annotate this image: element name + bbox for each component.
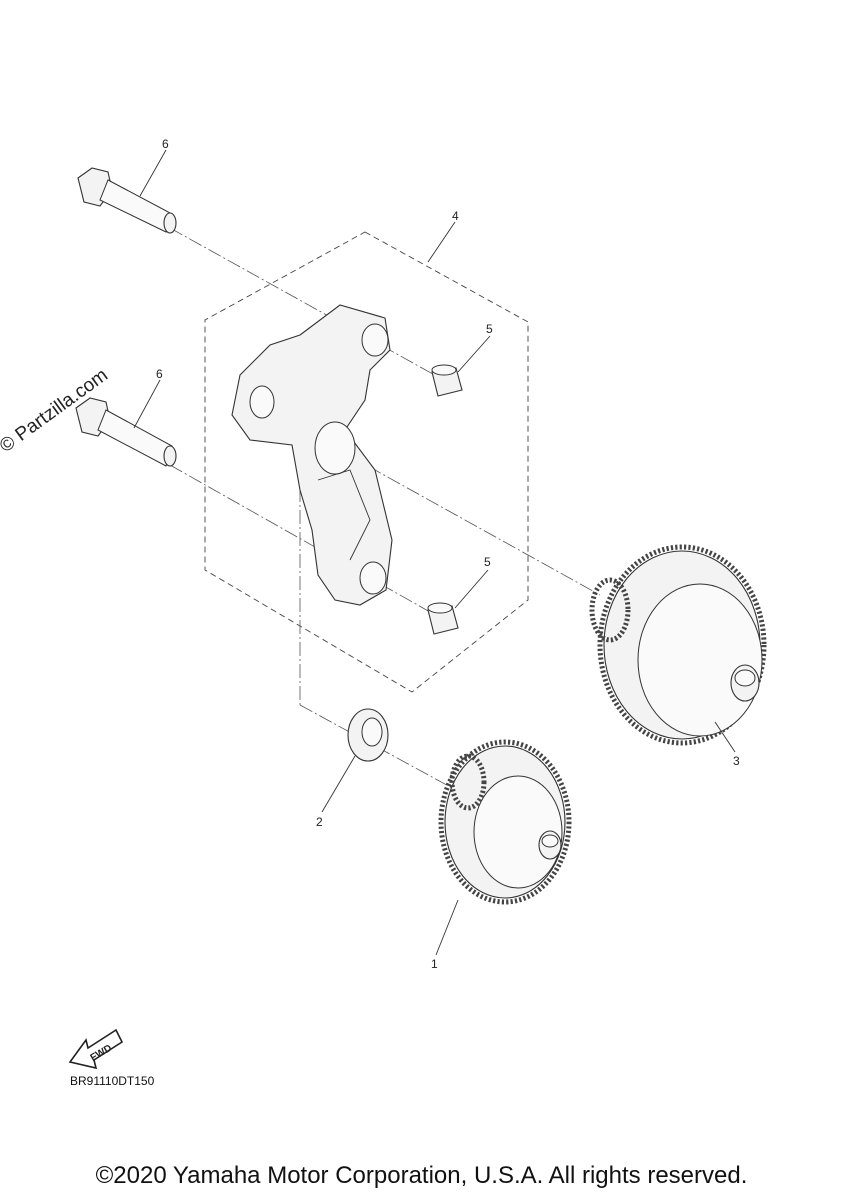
callout-6-lower: 6 — [156, 367, 163, 381]
callout-1: 1 — [431, 957, 438, 971]
diagram-code: BR91110DT150 — [70, 1074, 155, 1088]
callout-5-upper: 5 — [486, 322, 493, 336]
bolt-upper — [77, 167, 177, 234]
copyright-notice: ©2020 Yamaha Motor Corporation, U.S.A. A… — [95, 1162, 748, 1189]
dowel-pin-lower — [427, 602, 459, 635]
callout-2: 2 — [316, 815, 323, 829]
callout-4: 4 — [452, 209, 459, 223]
callout-5-lower: 5 — [484, 555, 491, 569]
leader-4 — [427, 221, 456, 263]
fwd-arrow-icon: FWD — [68, 1028, 124, 1070]
bolt-upper-axis — [169, 227, 441, 379]
leader-1 — [435, 899, 459, 956]
bolt-lower — [75, 397, 177, 467]
leader-6-upper — [139, 149, 167, 197]
gear-small — [438, 739, 572, 905]
leader-3 — [714, 721, 736, 753]
leader-5-lower — [454, 569, 489, 609]
callout-6-upper: 6 — [162, 137, 169, 151]
leader-2 — [321, 755, 356, 813]
leader-6-lower — [133, 379, 161, 429]
bracket-holder — [231, 304, 393, 606]
leader-5-upper — [457, 335, 491, 373]
dowel-pin-upper — [431, 364, 463, 397]
callout-3: 3 — [733, 754, 740, 768]
assembly-boundary — [204, 231, 529, 693]
gear-large — [589, 544, 767, 746]
collar-washer — [347, 708, 389, 762]
